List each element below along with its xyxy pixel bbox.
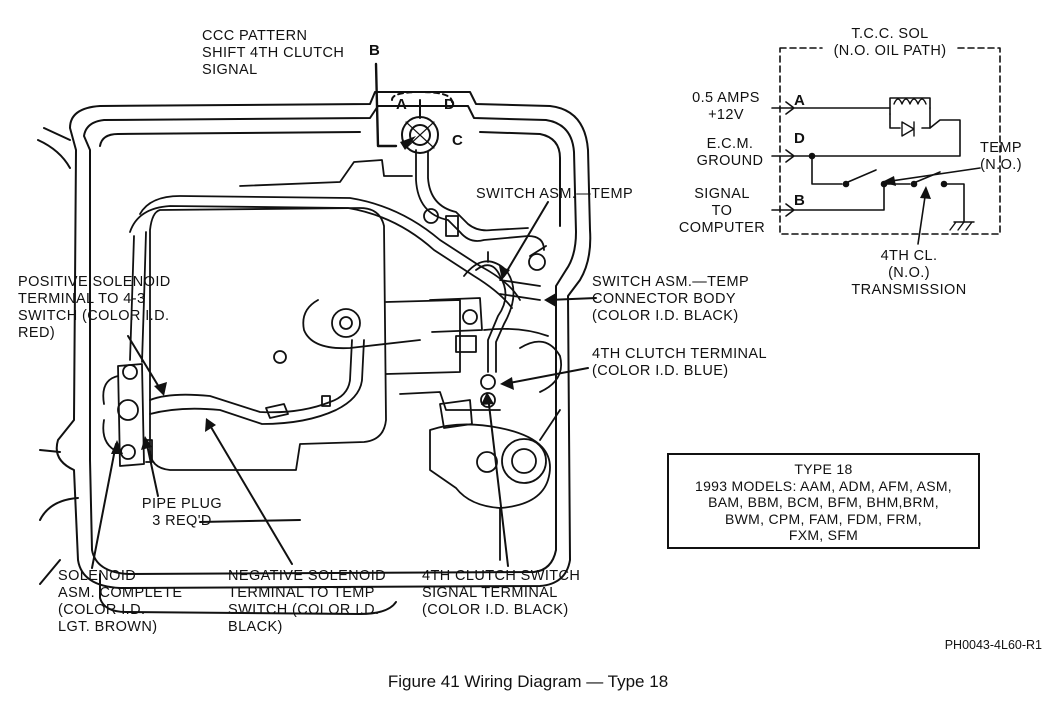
pin-a-label: 0.5 AMPS +12V bbox=[680, 90, 772, 124]
solenoid-asm-line-2: ASM. COMPLETE bbox=[58, 585, 183, 601]
pipe-plug-line-2: 3 REQ'D bbox=[152, 513, 212, 529]
bolts-and-fittings bbox=[273, 208, 547, 484]
switch-connector-line-2: CONNECTOR BODY bbox=[592, 291, 736, 307]
positive-solenoid-label: POSITIVE SOLENOID TERMINAL TO 4-3 SWITCH… bbox=[18, 274, 171, 342]
positive-solenoid-line-4: RED) bbox=[18, 325, 56, 341]
pin-d-line-1: E.C.M. bbox=[706, 136, 754, 152]
case-connector bbox=[391, 91, 453, 154]
legend-line-1: 1993 MODELS: AAM, ADM, AFM, ASM, bbox=[694, 477, 952, 494]
tcc-title-line-1: T.C.C. SOL bbox=[851, 26, 929, 42]
switch-connector-line-1: SWITCH ASM.—TEMP bbox=[592, 274, 750, 290]
solenoid-assembly bbox=[102, 363, 153, 467]
schematic-pin-d: D bbox=[794, 130, 806, 147]
tcc-schematic bbox=[771, 47, 1001, 245]
wiring-harness bbox=[129, 149, 549, 425]
legend-line-4: FXM, SFM bbox=[788, 527, 859, 543]
callout-leaders bbox=[91, 201, 597, 569]
switch-temp-label: SWITCH ASM.—TEMP bbox=[476, 186, 634, 202]
fourth-cl-label: 4TH CL. (N.O.) TRANSMISSION bbox=[844, 248, 974, 299]
arrowheads bbox=[111, 136, 556, 454]
pipe-plug-line-1: PIPE PLUG bbox=[141, 496, 223, 512]
pin-b-label: SIGNAL TO COMPUTER bbox=[670, 186, 774, 237]
pin-b-line-2: TO bbox=[711, 203, 733, 219]
ccc-line-1: CCC PATTERN bbox=[202, 28, 308, 44]
solenoid-asm-label: SOLENOID ASM. COMPLETE (COLOR I.D. LGT. … bbox=[58, 568, 182, 636]
connector-pin-b: B bbox=[369, 42, 381, 59]
figure-reference-code: PH0043-4L60-R1 bbox=[944, 638, 1042, 652]
fourth-cl-line-1: 4TH CL. bbox=[880, 248, 938, 264]
schematic-pin-b: B bbox=[794, 192, 806, 209]
negative-solenoid-line-3: SWITCH (COLOR I.D. bbox=[228, 602, 380, 618]
pin-d-line-2: GROUND bbox=[696, 153, 764, 169]
solenoid-asm-line-4: LGT. BROWN) bbox=[58, 619, 158, 635]
positive-solenoid-line-2: TERMINAL TO 4-3 bbox=[18, 291, 146, 307]
ccc-line-2: SHIFT 4TH CLUTCH bbox=[202, 45, 345, 61]
tcc-title-line-2: (N.O. OIL PATH) bbox=[833, 43, 947, 59]
ccc-line-3: SIGNAL bbox=[202, 62, 258, 78]
fourth-clutch-terminal-label: 4TH CLUTCH TERMINAL (COLOR I.D. BLUE) bbox=[592, 346, 767, 380]
fourth-cl-line-2: (N.O.) bbox=[888, 265, 930, 281]
pipe-plug-label: PIPE PLUG 3 REQ'D bbox=[132, 496, 232, 530]
fourth-switch-line-2: SIGNAL TERMINAL bbox=[422, 585, 558, 601]
positive-solenoid-line-3: SWITCH (COLOR I.D. bbox=[18, 308, 170, 324]
fourth-terminal-line-1: 4TH CLUTCH TERMINAL bbox=[592, 346, 767, 362]
negative-solenoid-line-4: BLACK) bbox=[228, 619, 283, 635]
pin-a-line-2: +12V bbox=[708, 107, 744, 123]
switch-connector-line-3: (COLOR I.D. BLACK) bbox=[592, 308, 739, 324]
temp-line-1: TEMP bbox=[980, 140, 1022, 156]
connector-pin-d: D bbox=[444, 96, 456, 113]
ccc-pattern-label: CCC PATTERN SHIFT 4TH CLUTCH SIGNAL bbox=[202, 28, 344, 79]
fourth-terminal-line-2: (COLOR I.D. BLUE) bbox=[592, 363, 729, 379]
legend-line-2: BAM, BBM, BCM, BFM, BHM,BRM, bbox=[708, 494, 939, 510]
connector-pin-a: A bbox=[396, 96, 408, 113]
negative-solenoid-line-2: TERMINAL TO TEMP bbox=[228, 585, 375, 601]
fourth-switch-line-3: (COLOR I.D. BLACK) bbox=[422, 602, 569, 618]
switch-temp-connector-label: SWITCH ASM.—TEMP CONNECTOR BODY (COLOR I… bbox=[592, 274, 749, 325]
transmission-case-outline bbox=[37, 91, 592, 615]
legend-title: TYPE 18 bbox=[794, 461, 853, 477]
solenoid-asm-line-3: (COLOR I.D. bbox=[58, 602, 146, 618]
negative-solenoid-label: NEGATIVE SOLENOID TERMINAL TO TEMP SWITC… bbox=[228, 568, 386, 636]
pin-b-line-1: SIGNAL bbox=[694, 186, 750, 202]
schematic-arrowheads bbox=[882, 176, 931, 199]
positive-solenoid-line-1: POSITIVE SOLENOID bbox=[18, 274, 171, 290]
pin-b-line-3: COMPUTER bbox=[678, 220, 766, 236]
pin-d-label: E.C.M. GROUND bbox=[688, 136, 772, 170]
negative-solenoid-line-1: NEGATIVE SOLENOID bbox=[228, 568, 387, 584]
fourth-switch-line-1: 4TH CLUTCH SWITCH bbox=[422, 568, 581, 584]
solenoid-asm-line-1: SOLENOID bbox=[58, 568, 137, 584]
models-legend-box: TYPE 18 1993 MODELS: AAM, ADM, AFM, ASM,… bbox=[667, 453, 980, 549]
fourth-cl-line-3: TRANSMISSION bbox=[851, 282, 967, 298]
temp-line-2: (N.O.) bbox=[980, 157, 1022, 173]
legend-line-3: BWM, CPM, FAM, FDM, FRM, bbox=[725, 510, 922, 527]
connector-pin-c: C bbox=[452, 132, 464, 149]
tcc-sol-title: T.C.C. SOL (N.O. OIL PATH) bbox=[820, 26, 960, 60]
figure-caption: Figure 41 Wiring Diagram — Type 18 bbox=[387, 672, 669, 691]
fourth-clutch-switch-label: 4TH CLUTCH SWITCH SIGNAL TERMINAL (COLOR… bbox=[422, 568, 580, 619]
b-wire bbox=[374, 62, 398, 148]
pin-a-line-1: 0.5 AMPS bbox=[692, 90, 760, 106]
schematic-pin-a: A bbox=[794, 92, 806, 109]
temp-label: TEMP (N.O.) bbox=[966, 140, 1036, 174]
